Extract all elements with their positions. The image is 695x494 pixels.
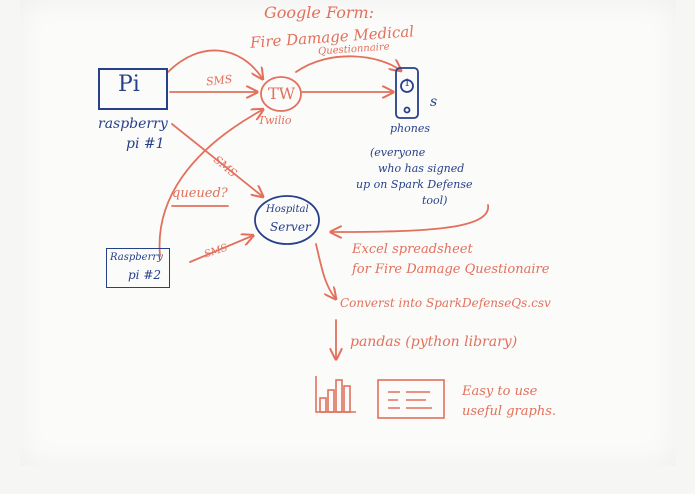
phones-caption: phones xyxy=(390,122,430,135)
convert-text: Converst into SparkDefenseQs.csv xyxy=(340,296,551,310)
pandas-text: pandas (python library) xyxy=(350,334,518,350)
twilio-circle-label: TW xyxy=(268,84,296,103)
twilio-caption: Twilio xyxy=(258,114,292,127)
phone-icon xyxy=(395,67,419,119)
pi2-line2: pi #2 xyxy=(128,268,162,282)
excel-line2: for Fire Damage Questionaire xyxy=(352,262,550,277)
twilio-circle xyxy=(260,76,302,112)
queued-label: queued? xyxy=(172,186,228,201)
phones-note-line1: (everyone xyxy=(370,146,426,159)
server-line1: Hospital xyxy=(266,204,309,215)
phones-suffix: s xyxy=(430,94,438,110)
phones-note-line4: tool) xyxy=(422,194,448,207)
phones-note-line3: up on Spark Defense xyxy=(356,178,473,191)
phones-note-line2: who has signed xyxy=(378,162,465,175)
bar-chart-icon xyxy=(315,376,356,413)
phone-icon-number: 1 xyxy=(404,78,411,89)
pi1-box xyxy=(98,68,168,110)
sms-top-label: SMS xyxy=(205,72,233,89)
pi2-line1: Raspberry xyxy=(110,252,163,263)
table-sketch-icon xyxy=(377,379,445,419)
form-title: Google Form: xyxy=(264,3,375,22)
server-line2: Server xyxy=(270,220,311,234)
server-circle xyxy=(254,195,320,245)
pi1-caption-line2: pi #1 xyxy=(126,136,165,152)
easy-line2: useful graphs. xyxy=(462,404,556,419)
pi1-caption-line1: raspberry xyxy=(98,116,168,132)
pi2-box xyxy=(106,248,170,288)
excel-line1: Excel spreadsheet xyxy=(352,242,473,257)
easy-line1: Easy to use xyxy=(462,384,538,399)
pi1-box-label: Pi xyxy=(118,72,140,97)
whiteboard xyxy=(20,0,676,466)
